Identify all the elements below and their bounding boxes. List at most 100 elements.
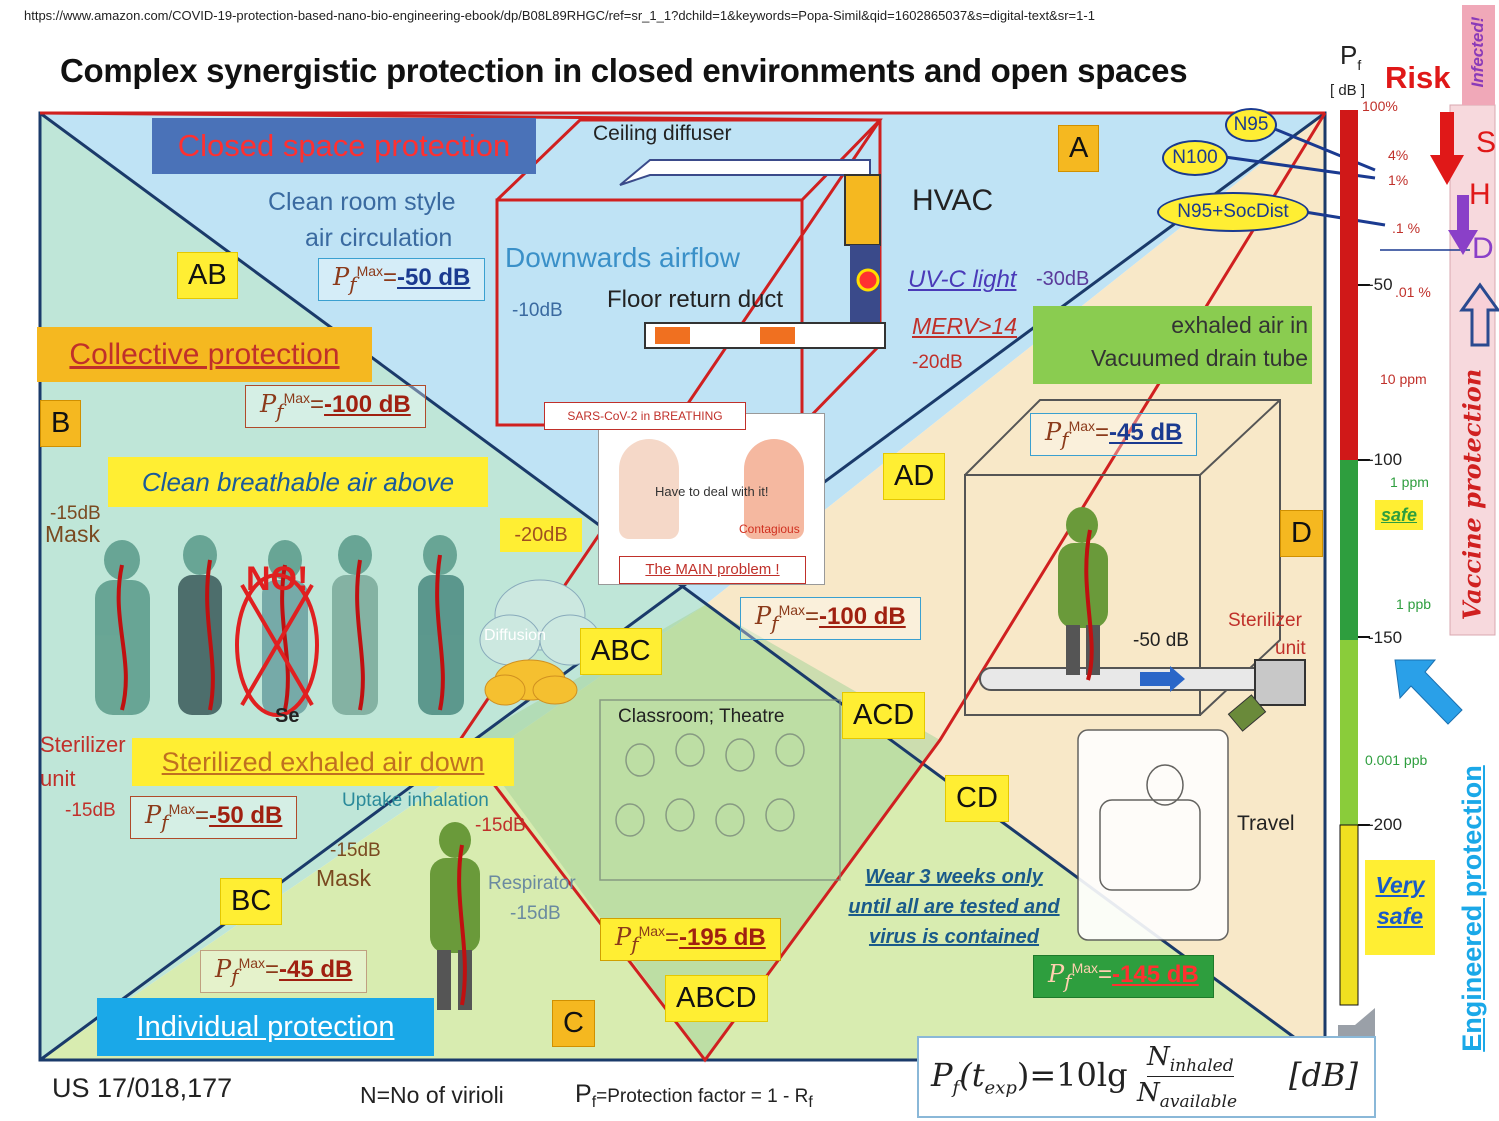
sterilizer-box <box>1254 659 1306 706</box>
formula-arg-sub: exp <box>984 1077 1017 1099</box>
region-label-cd: CD <box>945 775 1009 822</box>
glass-box-front <box>964 474 1201 716</box>
pf-max: Max <box>1068 418 1096 434</box>
formula-denominator: Navailable <box>1137 1078 1237 1112</box>
tick-pct-50: .01 % <box>1395 284 1431 300</box>
scale-unit: [ dB ] <box>1330 82 1366 99</box>
infected-label-wrap: Infected! <box>1462 10 1495 100</box>
drain-line1: exhaled air in <box>1171 312 1308 338</box>
pf-def-sub: f <box>591 1093 597 1111</box>
n95-oval: N95 <box>1225 108 1277 142</box>
pf-max: Max <box>168 801 196 817</box>
tick-label-150: -150 <box>1368 628 1403 647</box>
abcd-pf: PfMax=-195 dB <box>600 918 781 961</box>
pf-eq: = <box>265 956 280 983</box>
pf-eq: = <box>665 924 680 951</box>
region-label-abc: ABC <box>580 628 662 675</box>
drain-tube-shape <box>979 667 1271 691</box>
wear-line2: until all are tested and <box>848 896 1060 918</box>
pf-sub: f <box>1061 426 1069 451</box>
hvac-unit-shape <box>844 174 881 246</box>
drain-arrow <box>1140 666 1185 692</box>
minus20-collective: -20dB <box>500 518 582 552</box>
main-problem-panel: SARS-CoV-2 in BREATHING Have to deal wit… <box>544 402 825 585</box>
formula-den: N <box>1137 1078 1160 1108</box>
sars-label: SARS-CoV-2 in BREATHING <box>544 402 746 430</box>
main-problem-label: The MAIN problem ! <box>619 556 806 584</box>
pf-max: Max <box>356 263 384 279</box>
diffusion-label: Diffusion <box>484 627 546 644</box>
risk-arrow-purple <box>1448 195 1478 255</box>
individual-breath <box>457 844 467 1006</box>
engineered-arrow <box>1394 659 1463 725</box>
risk-label: Risk <box>1385 60 1451 95</box>
pct-1: 1% <box>1388 172 1409 188</box>
shd-h: H <box>1469 178 1491 211</box>
risk-arrow-red <box>1430 112 1464 185</box>
region-label-b: B <box>40 400 82 447</box>
ceiling-diffuser-label: Ceiling diffuser <box>593 122 732 145</box>
abc-pf: PfMax=-100 dB <box>740 597 921 640</box>
mask-label: Mask <box>45 521 100 547</box>
respirator-db: -15dB <box>510 903 561 924</box>
formula-p: P <box>931 1056 953 1094</box>
breath-lines <box>116 554 445 711</box>
minus10-label: -10dB <box>512 300 563 321</box>
pf-eq: = <box>195 802 210 829</box>
scale-lightgreen <box>1340 640 1358 825</box>
pct-100: 100% <box>1362 98 1398 114</box>
formula-num-sub: inhaled <box>1169 1056 1234 1077</box>
scale-pf: Pf <box>1340 40 1361 73</box>
region-center-fill <box>470 605 940 1060</box>
pf-definition: Pf=Protection factor = 1 - Rf <box>575 1080 813 1112</box>
tick-label-200: -200 <box>1368 815 1403 834</box>
pf-eq: = <box>310 391 325 418</box>
individual-pf: PfMax=-45 dB <box>200 950 368 993</box>
ppb1-label: 1 ppb <box>1396 596 1432 612</box>
travel-label: Travel <box>1237 812 1295 835</box>
pf-symbol: P <box>755 602 772 630</box>
pf-value: -50 dB <box>209 802 283 829</box>
region-label-abcd: ABCD <box>665 975 768 1022</box>
formula-den-sub: available <box>1159 1092 1238 1113</box>
figure-left <box>619 439 679 539</box>
scale-pf-p: P <box>1340 40 1358 70</box>
drain-sterilizer-2: unit <box>1275 638 1306 659</box>
minus20-label: -20dB <box>912 352 963 373</box>
pf-value: -100 dB <box>324 391 411 418</box>
sterilizer-line2: unit <box>40 766 76 791</box>
sterilized-down-label: Sterilized exhaled air down <box>132 738 514 786</box>
duct-segment-1 <box>655 327 690 344</box>
cd-pf: PfMax=-145 dB <box>1033 955 1214 998</box>
scale-yellow <box>1339 824 1359 1006</box>
infected-label: Infected! <box>1468 16 1487 88</box>
respirator-label: Respirator <box>488 873 576 894</box>
minus30-label: -30dB <box>1036 268 1090 290</box>
box-person-breath <box>1084 529 1094 681</box>
no-ellipse <box>235 573 319 717</box>
pf-max: Max <box>778 602 806 618</box>
n-definition: N=No of virioli <box>360 1082 504 1108</box>
ind-mask-label: Mask <box>316 865 371 891</box>
shd-s: S <box>1476 126 1497 159</box>
formula-arg: (t <box>959 1056 985 1094</box>
very-label: Very <box>1375 872 1425 898</box>
pf-eq: = <box>1095 419 1110 446</box>
pct-4: 4% <box>1388 147 1409 163</box>
drain-pf: PfMax=-45 dB <box>1030 413 1198 456</box>
pf-value: -45 dB <box>1109 419 1183 446</box>
collective-pf2: PfMax=-50 dB <box>130 796 298 839</box>
formula-main: Pf(texp)=10lg <box>931 1056 1128 1098</box>
diffusion-cloud <box>479 579 601 666</box>
region-label-acd: ACD <box>842 692 926 739</box>
pf-eq: = <box>1098 961 1113 988</box>
pct-01: .1 % <box>1392 220 1421 236</box>
pf-sub: f <box>161 809 169 834</box>
infected-panel <box>1462 5 1495 105</box>
pf-max: Max <box>1071 960 1099 976</box>
se-label: Se <box>275 705 300 727</box>
drain-line2: Vacuumed drain tube <box>1091 345 1308 371</box>
region-label-c: C <box>552 1000 595 1047</box>
scale-red <box>1340 110 1358 460</box>
source-url: https://www.amazon.com/COVID-19-protecti… <box>24 8 1095 23</box>
